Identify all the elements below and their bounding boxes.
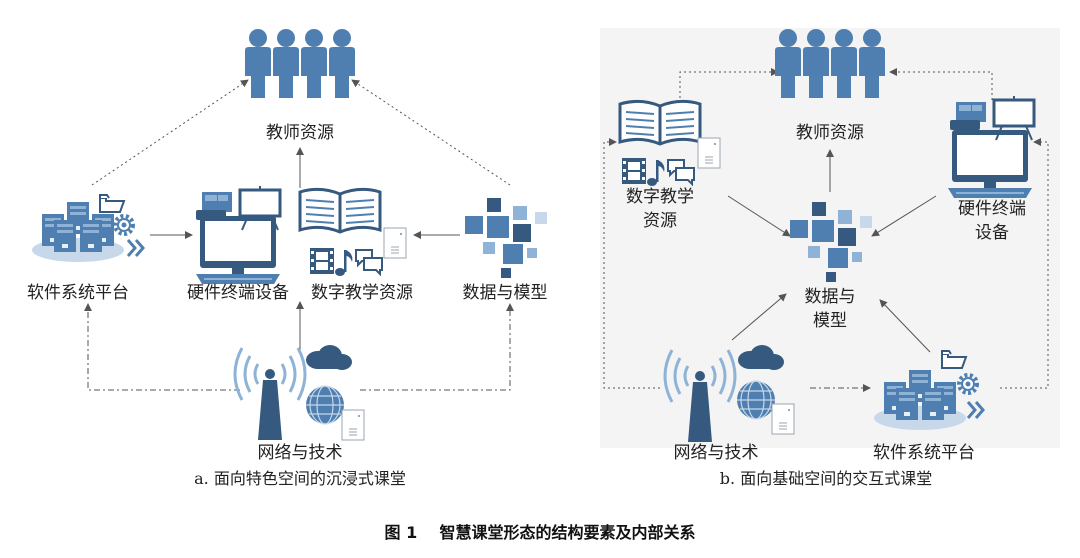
arrow-software-to-data xyxy=(879,299,931,353)
label-network: 网络与技术 xyxy=(674,443,759,463)
label-data-model: 数据与模型 xyxy=(463,283,548,303)
antenna-icon xyxy=(233,346,307,442)
figure-caption: 图 1 智慧课堂形态的结构要素及内部关系 xyxy=(385,523,696,542)
arrow-loop-to-hardware xyxy=(1000,138,1049,389)
arrow-data-to-teacher xyxy=(351,79,511,186)
arrow-hardware-to-teacher xyxy=(889,68,993,100)
label-software: 软件系统平台 xyxy=(873,443,975,463)
panel-a-caption: a. 面向特色空间的沉浸式课堂 xyxy=(194,469,406,488)
people-icon xyxy=(245,29,355,98)
arrow-network-to-data xyxy=(360,303,514,391)
document-icon xyxy=(341,409,365,441)
monitor-icon xyxy=(195,215,281,285)
chevron-icon xyxy=(126,238,145,258)
arrow-software-to-teacher xyxy=(91,79,249,186)
globe-icon xyxy=(736,380,776,420)
film-icon xyxy=(622,158,646,184)
label-hardware-line1: 硬件终端 xyxy=(958,199,1026,219)
panel-b: 教师资源 数字教学 资源 硬件终端 设备 数据与 模型 网络与技术 软件系统平台… xyxy=(603,29,1049,488)
book-icon xyxy=(618,99,702,146)
cloud-icon xyxy=(306,345,352,370)
folder-icon xyxy=(99,194,125,213)
arrow-network-to-data xyxy=(731,293,787,341)
arrow-hardware-to-data xyxy=(871,195,937,237)
arrow-digital-to-data xyxy=(727,195,791,237)
label-software: 软件系统平台 xyxy=(27,283,129,303)
label-hardware: 硬件终端设备 xyxy=(187,283,289,303)
label-digital-line2: 资源 xyxy=(643,211,677,231)
panel-b-caption: b. 面向基础空间的交互式课堂 xyxy=(720,469,932,488)
document-icon xyxy=(697,137,721,169)
data-blocks-icon xyxy=(465,198,547,278)
label-data-line1: 数据与 xyxy=(805,287,856,307)
label-teacher: 教师资源 xyxy=(796,123,864,143)
label-digital: 数字教学资源 xyxy=(311,283,413,303)
document-icon xyxy=(771,403,795,435)
label-network: 网络与技术 xyxy=(258,443,343,463)
arrow-network-to-software xyxy=(84,303,240,391)
film-icon xyxy=(310,248,334,274)
gear-icon xyxy=(113,214,135,236)
label-hardware-line2: 设备 xyxy=(975,223,1009,243)
panel-a: 教师资源 软件系统平台 硬件终端设备 数字教学资源 数据与模型 网络与技术 a.… xyxy=(27,29,548,488)
arrow-digital-to-teacher xyxy=(679,68,779,98)
chat-icon xyxy=(355,249,383,275)
label-teacher: 教师资源 xyxy=(266,123,334,143)
document-icon xyxy=(383,227,407,259)
label-data-line2: 模型 xyxy=(813,311,847,331)
music-note-icon xyxy=(335,250,353,276)
book-icon xyxy=(298,187,382,234)
label-digital-line1: 数字教学 xyxy=(626,187,694,207)
globe-icon xyxy=(305,385,345,425)
